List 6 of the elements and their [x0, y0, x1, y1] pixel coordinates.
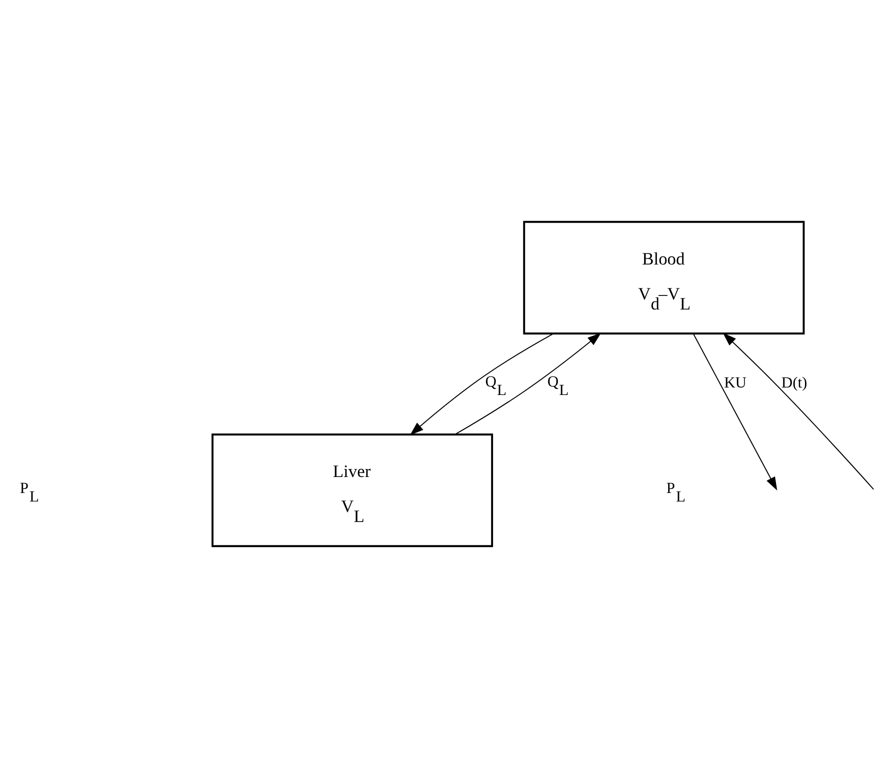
- arrow: [454, 332, 602, 435]
- edge-label: D(t): [781, 374, 808, 392]
- arrow: [692, 333, 778, 491]
- edge-label: KU: [724, 374, 747, 392]
- arrow: [410, 333, 554, 436]
- arrow: [722, 332, 874, 490]
